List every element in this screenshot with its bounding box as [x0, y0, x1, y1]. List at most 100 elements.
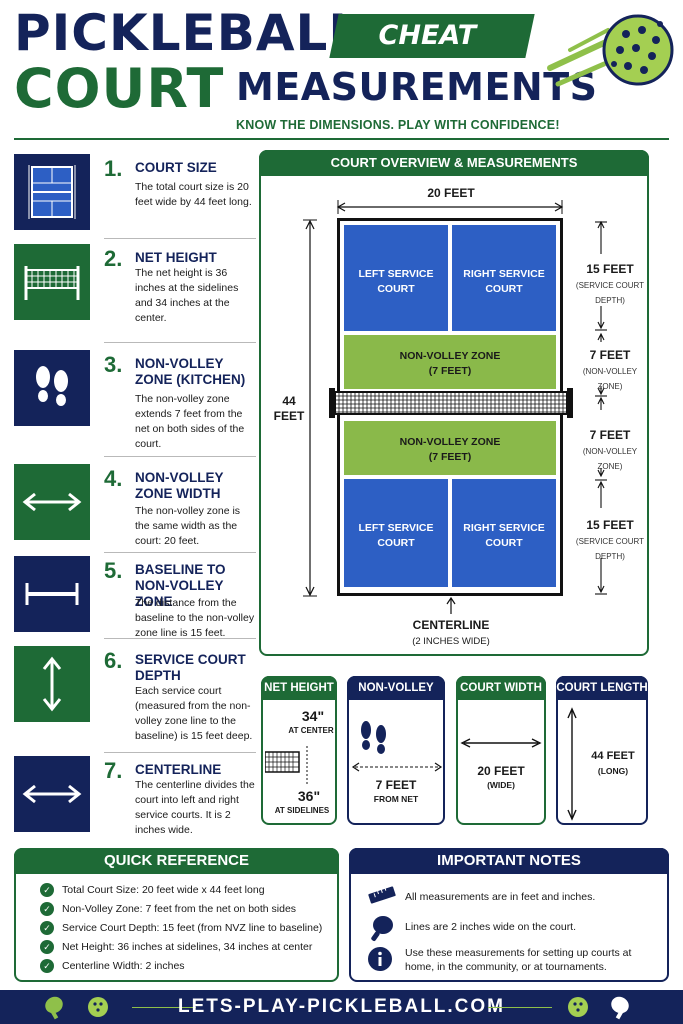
left-service-court-top	[344, 225, 448, 331]
note-item: Lines are 2 inches wide on the court.	[405, 921, 577, 933]
item-number: 6.	[104, 648, 123, 673]
item-description: The total court size is 20 feet wide by …	[135, 181, 252, 208]
nvz-label-top: NON-VOLLEY ZONE(7 FEET)	[399, 350, 501, 377]
court-width-value: 20 FEET	[477, 764, 525, 778]
item-description: Each service court (measured from the no…	[135, 685, 253, 742]
court-length-value: 44 FEET	[591, 750, 635, 762]
panel-title: COURT LENGTH	[556, 676, 648, 700]
list-item: ✓Centerline Width: 2 inches	[40, 959, 185, 973]
item-title: SERVICE COURT DEPTH	[135, 652, 246, 683]
list-item: ✓Non-Volley Zone: 7 feet from the net on…	[40, 902, 296, 916]
header-divider	[14, 138, 669, 140]
nvz-panel: NON-VOLLEY ZONE 7 FEET FROM NET	[347, 676, 445, 825]
header: PICKLEBALL COURT CHEAT SHEET MEASUREMENT…	[0, 0, 683, 142]
item-description: The non-volley zone extends 7 feet from …	[135, 393, 245, 450]
list-item: ✓Total Court Size: 20 feet wide x 44 fee…	[40, 883, 265, 897]
nvz-depth-top-label: 7 FEET(NON-VOLLEY ZONE)	[582, 348, 638, 391]
quick-reference-panel: QUICK REFERENCE ✓Total Court Size: 20 fe…	[14, 848, 339, 982]
paddle-icon	[371, 916, 393, 942]
left-service-label: LEFT SERVICE COURT	[358, 268, 434, 295]
right-service-label: RIGHT SERVICE COURT	[463, 268, 545, 295]
vertical-arrow-icon	[14, 646, 90, 722]
court-overview-panel: COURT OVERVIEW & MEASUREMENTS 20 FEET 44…	[259, 150, 649, 656]
court-width-sub: (WIDE)	[487, 780, 515, 790]
court-width-label: 20 FEET	[427, 186, 475, 200]
net-center-sub: AT CENTER	[288, 726, 334, 735]
centerline-label: CENTERLINE	[412, 618, 490, 632]
length-mini-arrow	[567, 707, 577, 821]
footer-line-right	[488, 1007, 552, 1008]
panel-title: COURT WIDTH	[456, 676, 546, 700]
net-center-value: 34"	[301, 708, 325, 724]
court-width-panel: COURT WIDTH 20 FEET (WIDE)	[456, 676, 546, 825]
court-overview-title: COURT OVERVIEW & MEASUREMENTS	[259, 150, 649, 176]
list-item: ✓Service Court Depth: 15 feet (from NVZ …	[40, 921, 322, 935]
divider	[104, 238, 256, 239]
width-mini-arrow	[460, 738, 542, 748]
divider	[104, 552, 256, 553]
ruler-icon	[368, 886, 396, 904]
item-description: The non-volley zone is the same width as…	[135, 505, 241, 547]
right-service-court-bottom	[452, 479, 556, 587]
item-number: 3.	[104, 352, 123, 377]
item-non-volley-zone: 3. NON-VOLLEY ZONE (KITCHEN) The non-vol…	[14, 350, 256, 457]
nvz-depth-bottom-label: 7 FEET(NON-VOLLEY ZONE)	[582, 428, 638, 471]
item-net-height: 2. NET HEIGHT The net height is 36 inche…	[14, 244, 256, 343]
court-length-panel: COURT LENGTH 44 FEET (LONG)	[556, 676, 648, 825]
check-icon: ✓	[40, 883, 54, 897]
paddle-ball-icon-left	[45, 996, 108, 1020]
baseline-bar-icon	[14, 556, 90, 632]
panel-title: NON-VOLLEY ZONE	[347, 676, 445, 718]
divider	[104, 456, 256, 457]
nvz-dashed-arrow	[351, 762, 443, 772]
item-title: NET HEIGHT	[135, 250, 217, 265]
item-court-size: 1. COURT SIZE The total court size is 20…	[14, 154, 256, 239]
net-side-value: 36"	[297, 788, 321, 804]
length-dimension-arrow	[303, 219, 317, 597]
item-number: 5.	[104, 558, 123, 583]
item-description: The centerline divides the court into le…	[135, 779, 255, 836]
footer: LETS-PLAY-PICKLEBALL.COM	[0, 990, 683, 1024]
divider	[104, 638, 256, 639]
title-line-3: MEASUREMENTS	[236, 65, 598, 109]
left-service-label: LEFT SERVICE COURT	[358, 522, 434, 549]
cheat-sheet-badge: CHEAT SHEET	[329, 14, 535, 95]
footer-url[interactable]: LETS-PLAY-PICKLEBALL.COM	[177, 996, 506, 1017]
divider	[104, 342, 256, 343]
item-number: 1.	[104, 156, 123, 181]
service-depth-bottom-label: 15 FEET(SERVICE COURT DEPTH)	[575, 518, 645, 561]
paddle-ball-icon-right	[568, 996, 629, 1020]
net-graphic	[329, 388, 573, 418]
tagline: KNOW THE DIMENSIONS. PLAY WITH CONFIDENC…	[236, 118, 560, 132]
quick-reference-title: QUICK REFERENCE	[14, 848, 339, 874]
title-line-1: PICKLEBALL	[14, 4, 362, 62]
item-title: NON-VOLLEY ZONE (KITCHEN)	[135, 356, 246, 387]
list-item: ✓Net Height: 36 inches at sidelines, 34 …	[40, 940, 312, 954]
note-item: All measurements are in feet and inches.	[405, 891, 596, 903]
width-dimension-arrow	[336, 200, 564, 214]
item-title: COURT SIZE	[135, 160, 217, 175]
centerline-sub: (2 INCHES WIDE)	[412, 636, 490, 647]
nvz-top	[344, 335, 556, 389]
right-dimension-arrows	[595, 220, 607, 595]
item-nvz-width: 4. NON-VOLLEY ZONE WIDTH The non-volley …	[14, 464, 256, 553]
item-number: 4.	[104, 466, 123, 491]
item-centerline: 7. CENTERLINE The centerline divides the…	[14, 756, 255, 840]
centerline-pointer	[446, 596, 456, 614]
item-number: 2.	[104, 246, 123, 271]
footer-line-left	[132, 1007, 196, 1008]
check-icon: ✓	[40, 940, 54, 954]
court-length-sub: (LONG)	[597, 766, 629, 776]
nvz-sub: FROM NET	[373, 794, 419, 804]
right-service-court-top	[452, 225, 556, 331]
left-service-court-bottom	[344, 479, 448, 587]
divider	[104, 752, 256, 753]
net-side-sub: AT SIDELINES	[274, 806, 330, 815]
pickleball-icon	[547, 14, 674, 87]
nvz-bottom	[344, 421, 556, 475]
info-icon	[368, 947, 392, 971]
nvz-label-bottom: NON-VOLLEY ZONE(7 FEET)	[399, 436, 501, 463]
net-mini-icon	[265, 746, 308, 784]
footprints-mini-icon	[361, 721, 386, 754]
